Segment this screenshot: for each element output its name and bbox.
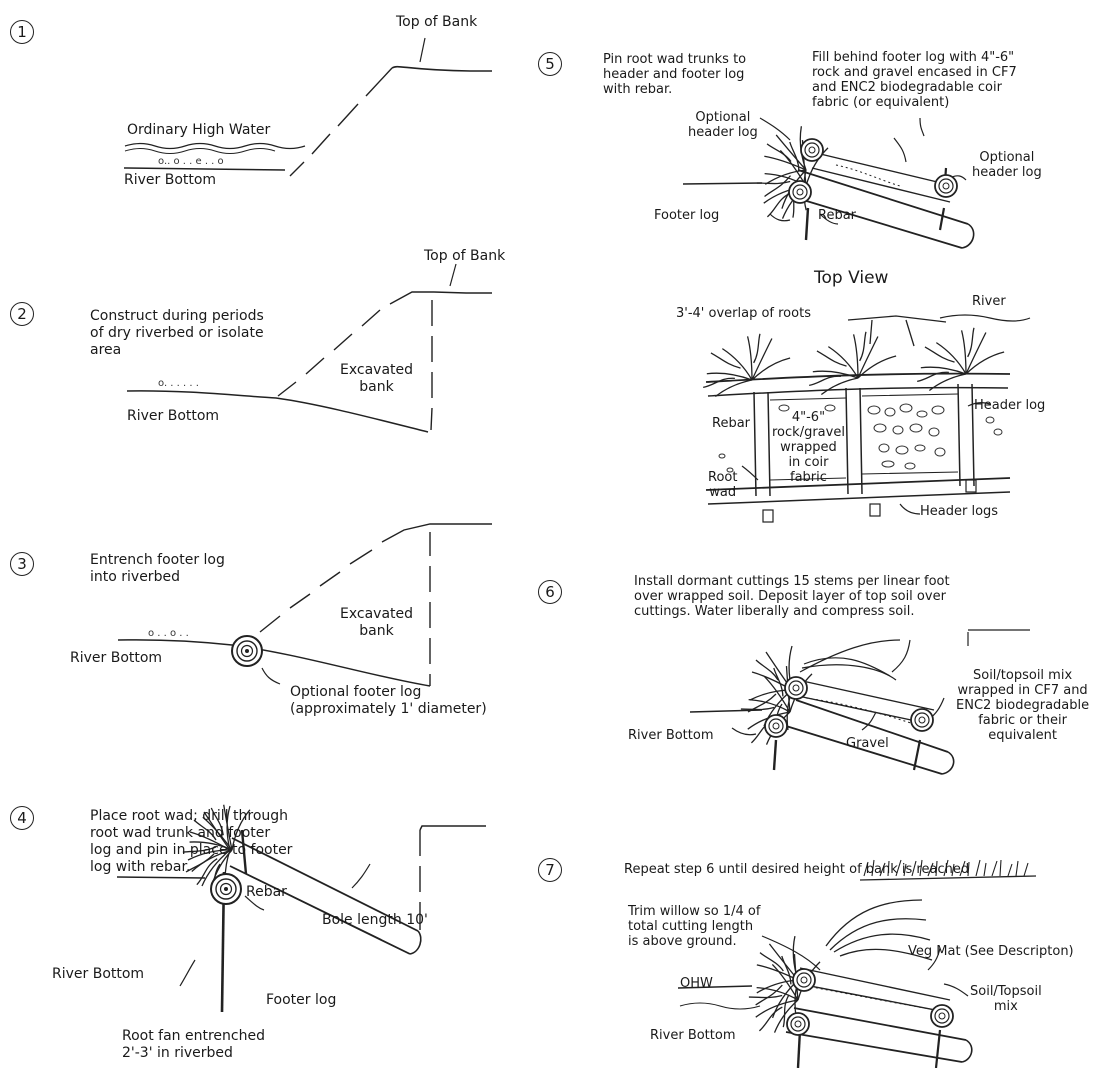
step-6-number: 6 — [538, 580, 562, 604]
step-4-rebar-label: Rebar — [246, 884, 287, 901]
step-4-river-bottom-label: River Bottom — [52, 966, 144, 983]
step-3-optional-footer-log-label: Optional footer log (approximately 1' di… — [290, 684, 487, 718]
step-1-ordinary-high-water-label: Ordinary High Water — [127, 122, 270, 139]
step-6-gravel-label: Gravel — [846, 736, 889, 751]
step-2-river-bottom-label: River Bottom — [127, 408, 219, 425]
step-3-number: 3 — [10, 552, 34, 576]
top-view-overlap-label: 3'-4' overlap of roots — [676, 306, 811, 321]
top-view-rebar-label: Rebar — [712, 416, 750, 431]
step-5-number: 5 — [538, 52, 562, 76]
svg-text:o . . o . .: o . . o . . — [148, 628, 189, 639]
step-4-bole-length-label: Bole length 10' — [322, 912, 428, 929]
step-2-top-of-bank-label: Top of Bank — [424, 248, 505, 265]
step-7-trim-label: Trim willow so 1/4 of total cutting leng… — [628, 904, 760, 949]
step-4-number: 4 — [10, 806, 34, 830]
step-6-note: Install dormant cuttings 15 stems per li… — [634, 574, 950, 619]
step-7-number: 7 — [538, 858, 562, 882]
step-7-ohw-label: OHW — [680, 976, 713, 991]
step-3-note: Entrench footer log into riverbed — [90, 552, 225, 586]
top-view-header-logs-label: Header logs — [920, 504, 998, 519]
step-1-river-bottom-label: River Bottom — [124, 172, 216, 189]
top-view-fill-label: 4"-6" rock/gravel wrapped in coir fabric — [772, 410, 845, 485]
step-7-river-bottom-label: River Bottom — [650, 1028, 736, 1043]
top-view-header-log-label: Header log — [974, 398, 1045, 413]
step-4-root-fan-label: Root fan entrenched 2'-3' in riverbed — [122, 1028, 265, 1062]
step-3-sketch: o . . o . . — [118, 524, 492, 686]
step-2-number: 2 — [10, 302, 34, 326]
step-5-note-left: Pin root wad trunks to header and footer… — [603, 52, 746, 97]
step-5-optional-header-log-left-label: Optional header log — [688, 110, 758, 140]
step-4-footer-log-label: Footer log — [266, 992, 336, 1009]
top-view-sketch — [706, 315, 1030, 522]
top-view-root-wad-label: Root wad — [708, 470, 737, 500]
step-1-top-of-bank-label: Top of Bank — [396, 14, 477, 31]
step-2-excavated-bank-label: Excavated bank — [340, 362, 413, 396]
step-5-rebar-label: Rebar — [818, 208, 856, 223]
step-2-note: Construct during periods of dry riverbed… — [90, 308, 264, 359]
step-5-optional-header-log-right-label: Optional header log — [972, 150, 1042, 180]
top-view-title: Top View — [814, 270, 888, 287]
step-5-footer-log-label: Footer log — [654, 208, 719, 223]
step-1-number: 1 — [10, 20, 34, 44]
step-6-soil-mix-label: Soil/topsoil mix wrapped in CF7 and ENC2… — [956, 668, 1089, 743]
step-6-river-bottom-label: River Bottom — [628, 728, 714, 743]
svg-text:o.. o . . e . . o: o.. o . . e . . o — [158, 156, 224, 167]
top-view-river-label: River — [972, 294, 1006, 309]
step-5-note-right: Fill behind footer log with 4"-6" rock a… — [812, 50, 1017, 110]
step-3-excavated-bank-label: Excavated bank — [340, 606, 413, 640]
svg-text:o. . . . . .: o. . . . . . — [158, 378, 199, 389]
step-7-soil-topsoil-label: Soil/Topsoil mix — [970, 984, 1042, 1014]
step-3-river-bottom-label: River Bottom — [70, 650, 162, 667]
step-4-note: Place root wad; drill through root wad t… — [90, 808, 292, 876]
step-7-note: Repeat step 6 until desired height of ba… — [624, 862, 969, 877]
step-7-veg-mat-label: Veg Mat (See Descripton) — [908, 944, 1074, 959]
